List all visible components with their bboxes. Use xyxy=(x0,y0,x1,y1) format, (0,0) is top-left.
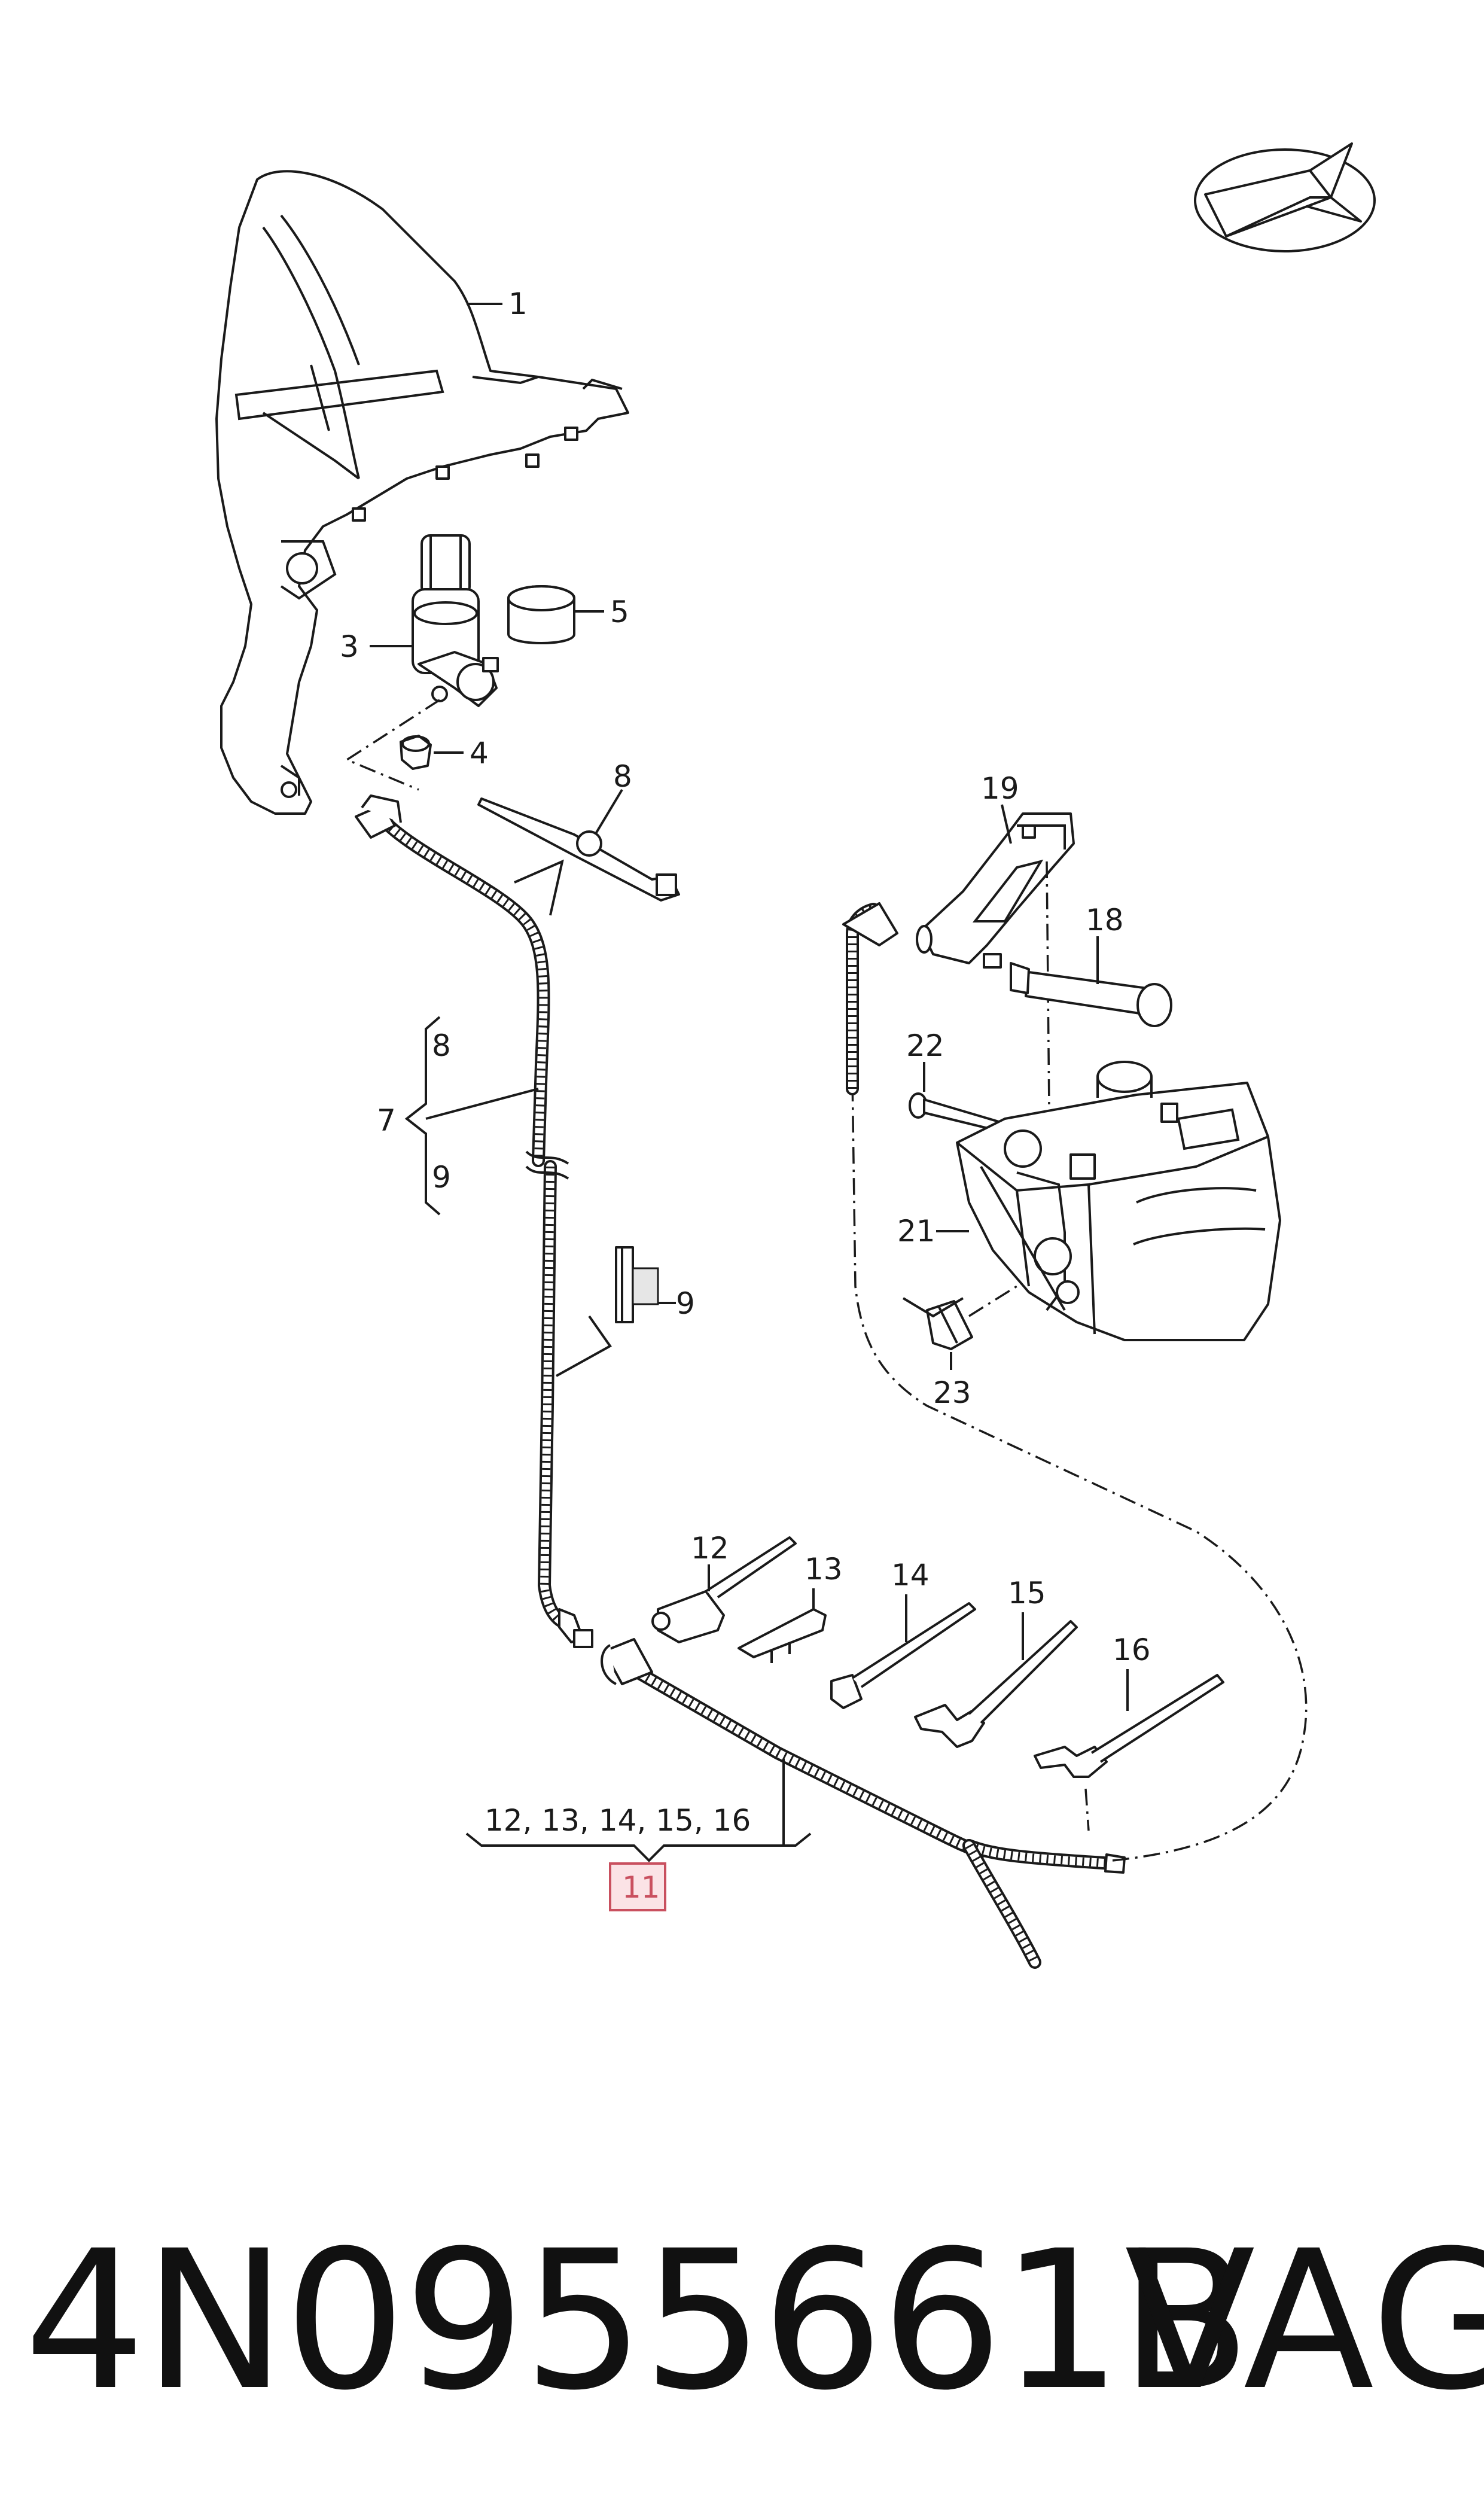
small-grommet xyxy=(400,735,432,770)
callout-23: 23 xyxy=(933,1375,971,1410)
callout-1: 1 xyxy=(508,287,528,321)
washer-pump xyxy=(412,534,499,707)
washer-nozzle xyxy=(1010,962,1172,1027)
clip-23 xyxy=(926,1300,973,1350)
callout-3: 3 xyxy=(340,629,359,664)
callout-5: 5 xyxy=(610,595,629,629)
callout-9-clip: 9 xyxy=(676,1286,695,1321)
callout-9-bracket: 9 xyxy=(432,1160,451,1195)
cable-tie-16 xyxy=(1034,1674,1224,1778)
clip-13 xyxy=(738,1608,827,1663)
cable-tie-14 xyxy=(830,1602,976,1709)
washer-reservoir xyxy=(215,170,629,815)
parts-diagram: 1 3 5 4 8 xyxy=(215,142,1376,1969)
callout-14: 14 xyxy=(891,1558,930,1593)
callout-21: 21 xyxy=(897,1214,936,1249)
pump-grommet xyxy=(507,585,575,644)
washer-bracket xyxy=(916,812,1075,969)
part-number: 4N0955661B xyxy=(24,2210,1251,2432)
callout-group-list: 12, 13, 14, 15, 16 xyxy=(484,1803,751,1838)
callout-15: 15 xyxy=(1008,1576,1046,1610)
hose-clip xyxy=(615,1246,659,1323)
callout-11-box[interactable] xyxy=(609,1862,666,1911)
callout-19: 19 xyxy=(981,771,1019,806)
callout-13: 13 xyxy=(805,1552,843,1587)
callout-8-top: 8 xyxy=(613,759,632,794)
hose-left xyxy=(355,794,593,1648)
brand-name: VAG xyxy=(1125,2210,1484,2432)
callout-8-bracket: 8 xyxy=(432,1028,451,1063)
callout-18: 18 xyxy=(1086,903,1124,937)
hose-harness-main xyxy=(601,1638,1126,1969)
callout-11[interactable]: 11 xyxy=(622,1870,660,1905)
headlamp-washer-unit xyxy=(956,1061,1281,1341)
callout-22: 22 xyxy=(906,1028,944,1063)
callout-12: 12 xyxy=(691,1531,729,1566)
clip-12 xyxy=(651,1536,797,1643)
hose-right-upper xyxy=(842,902,898,1095)
compass-rose-icon xyxy=(1194,142,1376,252)
callout-16: 16 xyxy=(1113,1633,1151,1667)
cable-tie-15 xyxy=(914,1620,1078,1748)
screw-22 xyxy=(909,1092,1000,1132)
callout-7: 7 xyxy=(377,1103,396,1138)
callout-4: 4 xyxy=(470,736,489,771)
cable-tie-upper xyxy=(477,797,680,902)
